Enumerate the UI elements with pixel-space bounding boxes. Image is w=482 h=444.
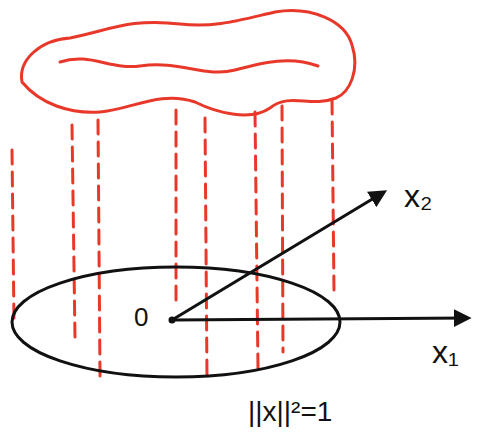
surface-outline (22, 11, 355, 115)
origin-label: 0 (134, 304, 148, 330)
axis-label: x₁ (432, 336, 459, 368)
projection-lines (12, 100, 334, 378)
equation-label: ||x||²=1 (248, 398, 332, 426)
x1-axis (172, 318, 468, 320)
origin-dot (169, 317, 176, 324)
surface-ridge (60, 59, 318, 72)
axis-label: x₂ (404, 180, 432, 212)
unit-circle (12, 267, 340, 377)
x2-axis (172, 192, 384, 320)
